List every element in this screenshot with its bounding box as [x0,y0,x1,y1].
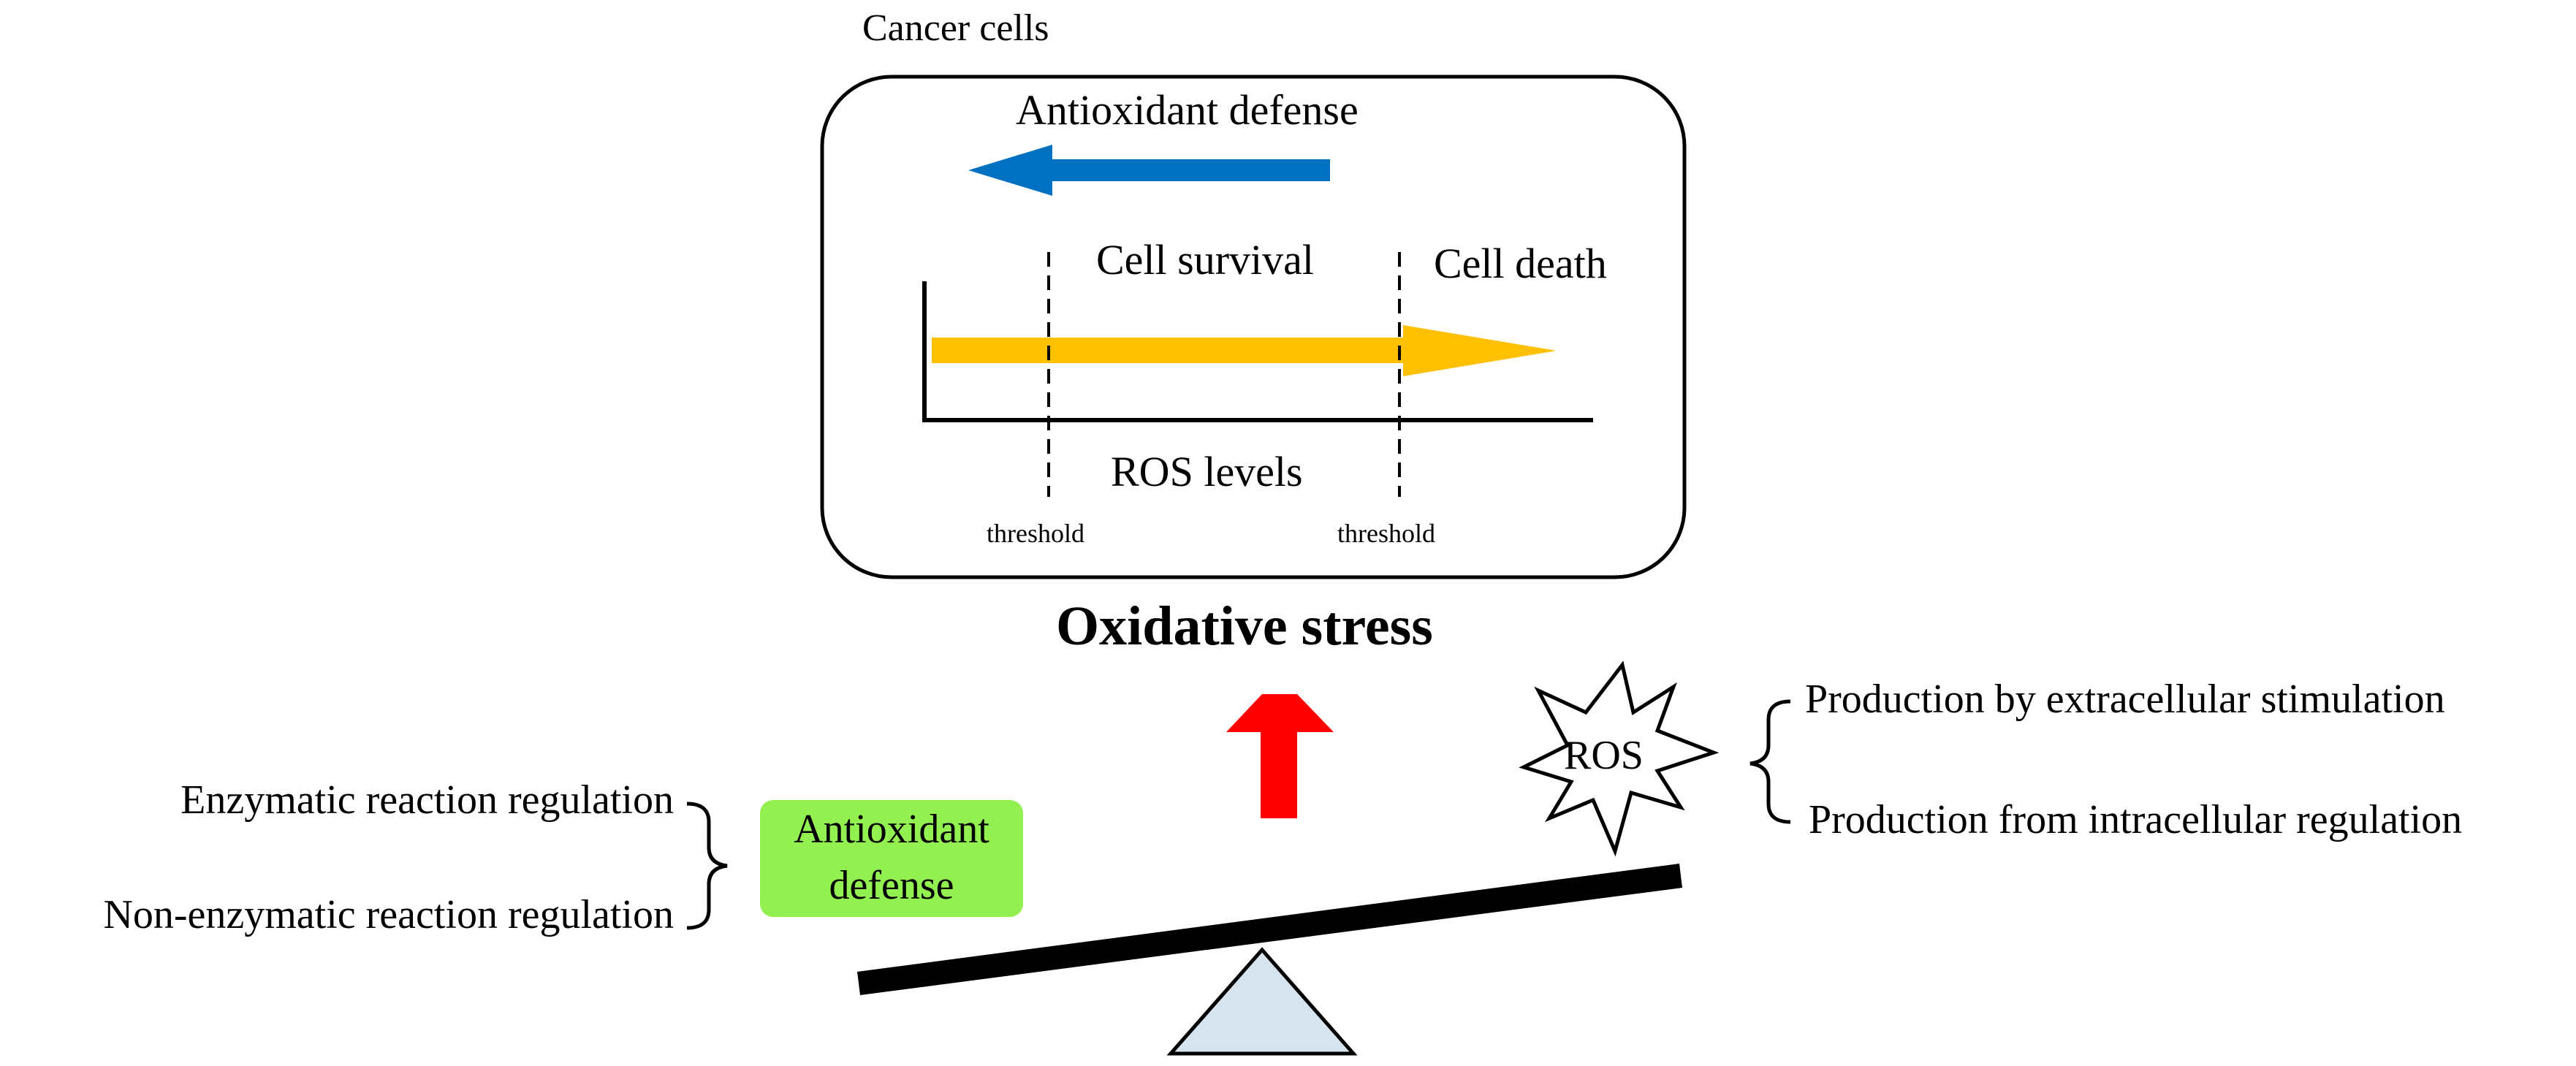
seesaw-fulcrum [1166,947,1358,1056]
antioxidant-box-line1: Antioxidant [794,807,989,852]
red-up-arrow-head [1226,694,1334,732]
antioxidant-defense-label: Antioxidant defense [1016,86,1359,134]
enzymatic-regulation-label: Enzymatic reaction regulation [181,777,674,823]
cell-survival-label: Cell survival [1096,236,1314,283]
antioxidant-defense-box [760,800,1023,917]
cell-death-label: Cell death [1434,240,1607,287]
ros-levels-label: ROS levels [1111,448,1303,495]
cancer-cells-label: Cancer cells [862,7,1049,49]
seesaw-beam [857,864,1682,995]
yellow-ros-arrow [932,325,1557,376]
antioxidant-sources-brace [686,802,728,930]
threshold-label-right: threshold [1337,519,1435,548]
non-enzymatic-regulation-label: Non-enzymatic reaction regulation [103,892,674,937]
blue-left-arrow [968,145,1330,196]
ros-sources-brace [1749,699,1791,824]
threshold-label-left: threshold [987,519,1084,548]
oxidative-stress-title: Oxidative stress [1056,595,1433,657]
ros-burst-label: ROS [1564,733,1644,778]
ros-source-extracellular: Production by extracellular stimulation [1805,677,2445,722]
cancer-cell-box [820,75,1687,579]
ros-source-intracellular: Production from intracellular regulation [1809,797,2462,842]
antioxidant-box-line2: defense [829,863,954,908]
ros-burst-icon [1519,660,1720,857]
